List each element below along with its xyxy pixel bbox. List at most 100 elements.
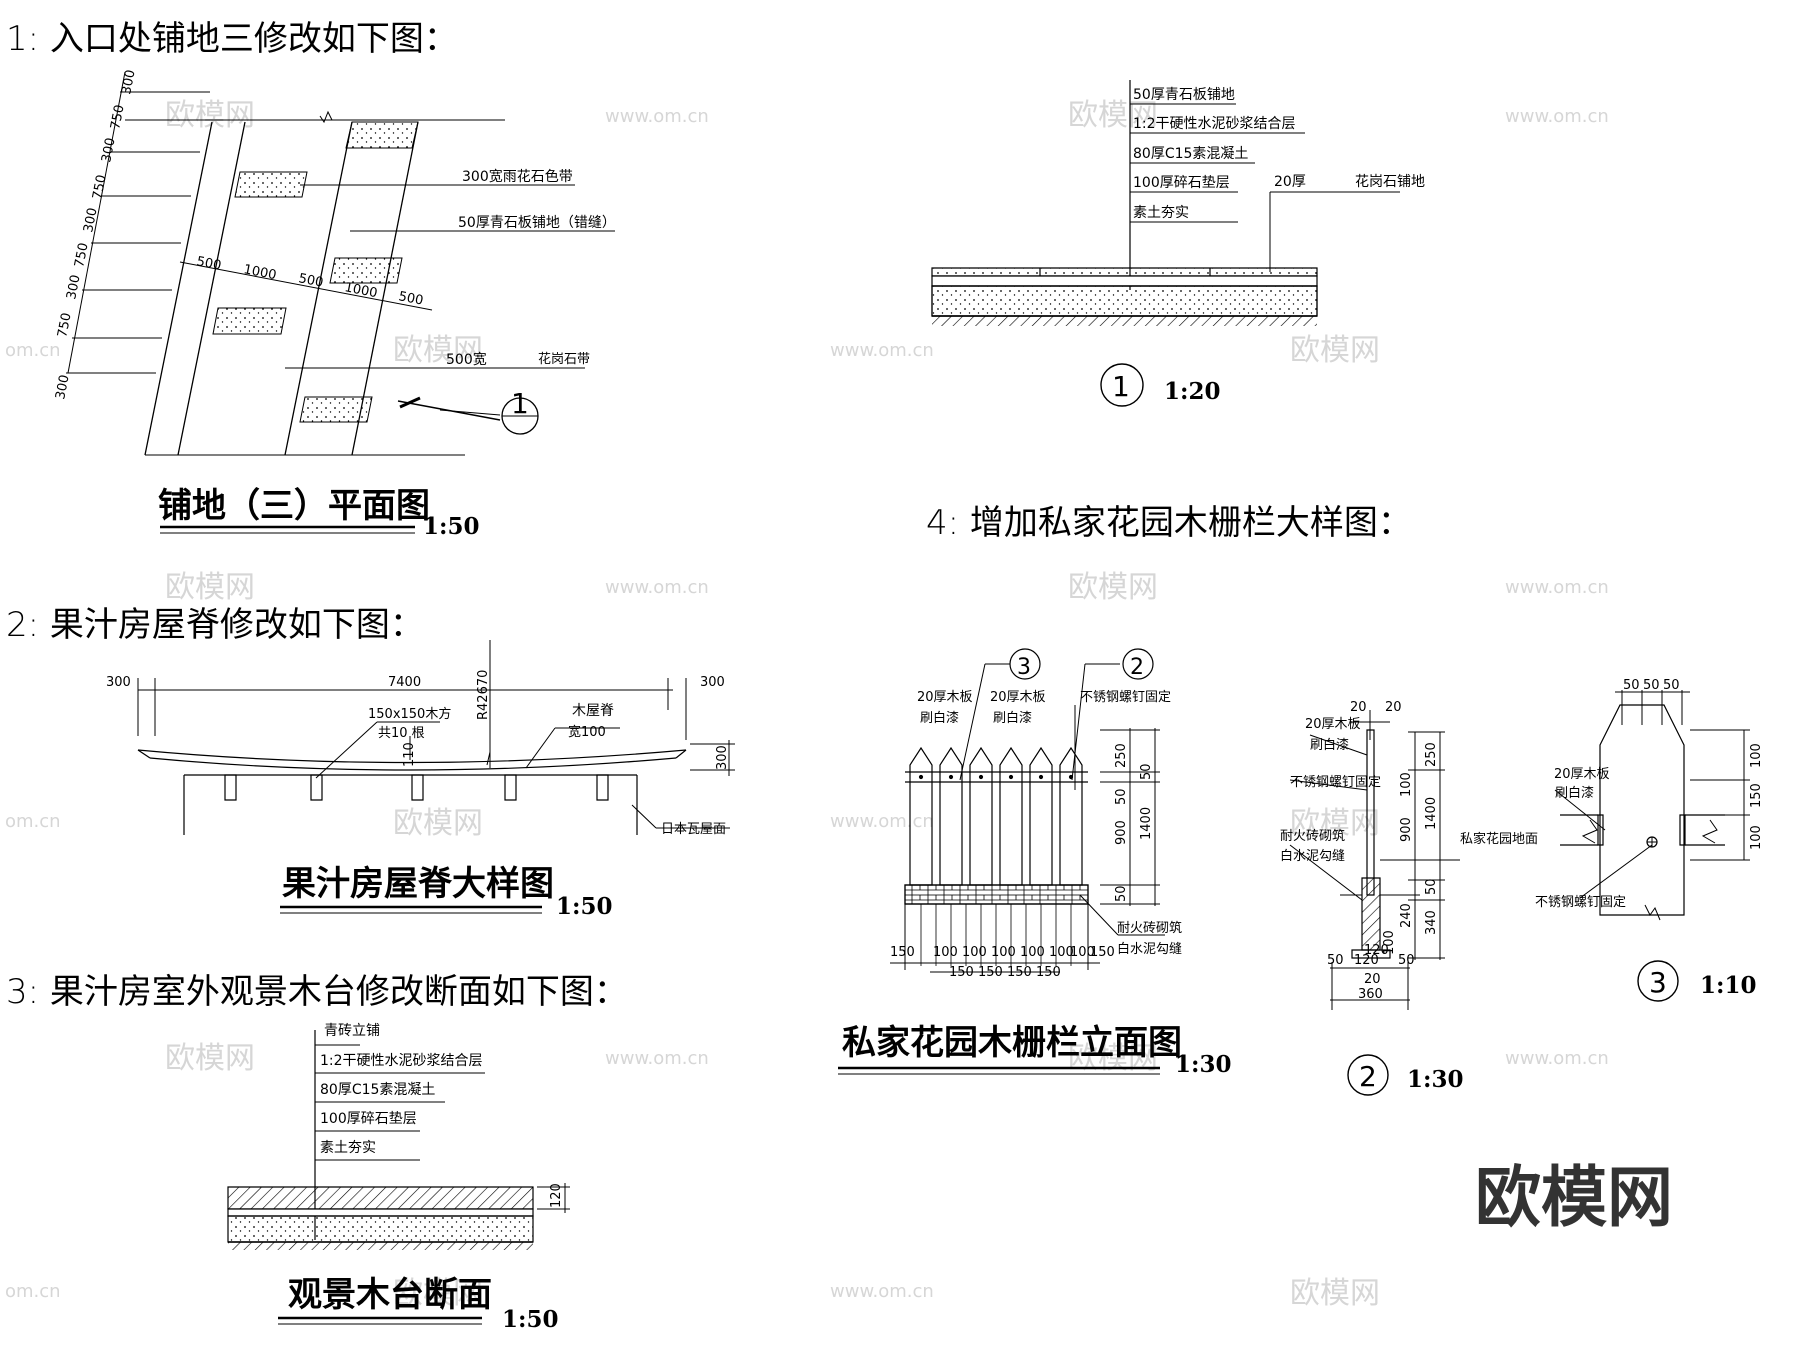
dim-text: 250 <box>1424 742 1439 767</box>
section-callout-number: 1 <box>1112 370 1130 403</box>
layer-label: 80厚C15素混凝土 <box>1133 146 1248 162</box>
section-heading-2: 2: 果汁房屋脊修改如下图： <box>6 605 424 645</box>
deck-dim-120: 120 <box>549 1183 564 1208</box>
label-20-thick: 20厚 <box>1274 174 1306 190</box>
ridge-dim-span: 7400 <box>388 675 421 690</box>
dim-text: 500 <box>195 254 222 273</box>
dim-text: 750 <box>90 174 109 201</box>
detail3-scale: 1:10 <box>1700 972 1757 999</box>
fence-title: 私家花园木栅栏立面图 <box>842 1023 1182 1063</box>
label-paint: 刷白漆 <box>1555 785 1594 801</box>
dim-text: 100 <box>1020 945 1045 960</box>
dim-text: 750 <box>108 104 127 131</box>
dim-text: 150 <box>890 945 915 960</box>
deck-section <box>228 1030 570 1324</box>
layer-label: 青砖立铺 <box>324 1023 380 1039</box>
layer-label: 100厚碎石垫层 <box>320 1111 417 1127</box>
dim-text: 50 <box>1424 878 1439 895</box>
label-stainless-bolt: 不锈钢螺钉固定 <box>1080 690 1171 705</box>
dim-text: 50 <box>1663 678 1680 693</box>
watermark-brand: 欧模网 <box>393 1276 483 1311</box>
deck-layer-labels: 青砖立铺 1:2干硬性水泥砂浆结合层 80厚C15素混凝土 100厚碎石垫层 素… <box>320 1023 483 1156</box>
label-timber: 150x150木方 <box>368 706 451 722</box>
label-white-mortar: 白水泥勾缝 <box>1280 848 1345 864</box>
brand-logo: 欧模网 <box>1475 1159 1673 1236</box>
fence-detail-3 <box>1555 690 1750 1001</box>
fence-dims-right: 250 50 50 900 1400 50 <box>1114 743 1154 902</box>
watermark-url: om.cn <box>5 340 61 361</box>
fence-detail-2 <box>1290 710 1460 1095</box>
watermark-layer: 欧模网 www.om.cn 欧模网 www.om.cn om.cn 欧模网 ww… <box>5 98 1609 1311</box>
watermark-brand: 欧模网 <box>165 1041 255 1076</box>
watermark-brand: 欧模网 <box>1290 1276 1380 1311</box>
dim-text: 100 <box>962 945 987 960</box>
label-paint: 刷白漆 <box>993 710 1032 726</box>
dim-text: 50 <box>1327 953 1344 968</box>
watermark-url: www.om.cn <box>1505 577 1609 598</box>
dim-text: 20 <box>1364 972 1381 987</box>
label-firebrick: 耐火砖砌筑 <box>1280 828 1345 844</box>
deck-scale: 1:50 <box>502 1306 559 1333</box>
watermark-url: om.cn <box>5 1281 61 1302</box>
watermark-url: www.om.cn <box>830 340 934 361</box>
ridge-detail <box>138 640 735 913</box>
label-board: 20厚木板 <box>990 690 1046 705</box>
dim-text: 100 <box>991 945 1016 960</box>
label-paint: 刷白漆 <box>1310 737 1349 753</box>
dim-text: 900 <box>1114 820 1129 845</box>
label-wood-ridge: 木屋脊 <box>572 703 614 719</box>
dim-text: 50 <box>1623 678 1640 693</box>
label-board: 20厚木板 <box>1305 717 1361 732</box>
dim-text: 1000 <box>343 280 378 301</box>
detail3-callout-number: 3 <box>1649 966 1667 999</box>
paving-plan-scale: 1:50 <box>423 513 480 540</box>
layer-label: 素土夯实 <box>320 1140 376 1156</box>
fence-callout-2: 2 <box>1130 655 1144 680</box>
label-board: 20厚木板 <box>917 690 973 705</box>
paving-plan <box>66 72 615 533</box>
watermark-brand: 欧模网 <box>165 570 255 605</box>
dim-text: 300 <box>64 274 83 301</box>
dim-text: 100 <box>1070 945 1095 960</box>
ridge-title: 果汁房屋脊大样图 <box>282 864 554 904</box>
paving-plan-dims-row: 500 1000 500 1000 500 <box>195 254 424 308</box>
detail2-dims-right: 250 100 900 1400 50 240 340 100 <box>1382 742 1439 955</box>
label-timber-count: 共10 根 <box>378 726 425 741</box>
layer-label: 1:2干硬性水泥砂浆结合层 <box>1133 116 1296 132</box>
label-board: 20厚木板 <box>1554 767 1610 782</box>
dim-text: 100 <box>1749 743 1764 768</box>
dim-text: 150 <box>1090 945 1115 960</box>
paving-plan-title: 铺地（三）平面图 <box>158 486 430 526</box>
dim-text: 50 <box>1114 788 1129 805</box>
dim-text: 1400 <box>1139 807 1154 840</box>
dim-text: 20 <box>1385 700 1402 715</box>
watermark-url: www.om.cn <box>1505 106 1609 127</box>
watermark-url: www.om.cn <box>830 811 934 832</box>
dim-text: 300 <box>53 374 72 401</box>
dim-text: 250 <box>1114 743 1129 768</box>
label-bluestone-paving: 50厚青石板铺地（错缝） <box>458 215 616 231</box>
fence-callout-3: 3 <box>1017 655 1031 680</box>
watermark-url: www.om.cn <box>605 577 709 598</box>
dim-text: 50 <box>1398 953 1415 968</box>
fence-scale: 1:30 <box>1175 1051 1232 1078</box>
label-gravel-band: 300宽雨花石色带 <box>462 168 573 185</box>
paving-section-layer-labels: 50厚青石板铺地 1:2干硬性水泥砂浆结合层 80厚C15素混凝土 100厚碎石… <box>1133 87 1296 221</box>
section-heading-4: 4: 增加私家花园木栅栏大样图： <box>926 503 1412 543</box>
fence-elevation <box>838 649 1165 1074</box>
dim-text: 240 <box>1399 903 1414 928</box>
detail2-scale: 1:30 <box>1407 1066 1464 1093</box>
label-ridge-width: 宽100 <box>568 724 606 740</box>
dim-text: 300 <box>81 207 100 234</box>
watermark-brand: 欧模网 <box>165 98 255 133</box>
label-white-mortar: 白水泥勾缝 <box>1117 941 1182 957</box>
ridge-dim-left: 300 <box>106 675 131 690</box>
watermark-brand: 欧模网 <box>1068 570 1158 605</box>
layer-label: 100厚碎石垫层 <box>1133 175 1230 191</box>
detail2-callout-number: 2 <box>1359 1060 1377 1093</box>
watermark-brand: 欧模网 <box>1068 1041 1158 1076</box>
ridge-scale: 1:50 <box>556 893 613 920</box>
label-garden-ground: 私家花园地面 <box>1460 831 1538 847</box>
label-firebrick: 耐火砖砌筑 <box>1117 920 1182 936</box>
